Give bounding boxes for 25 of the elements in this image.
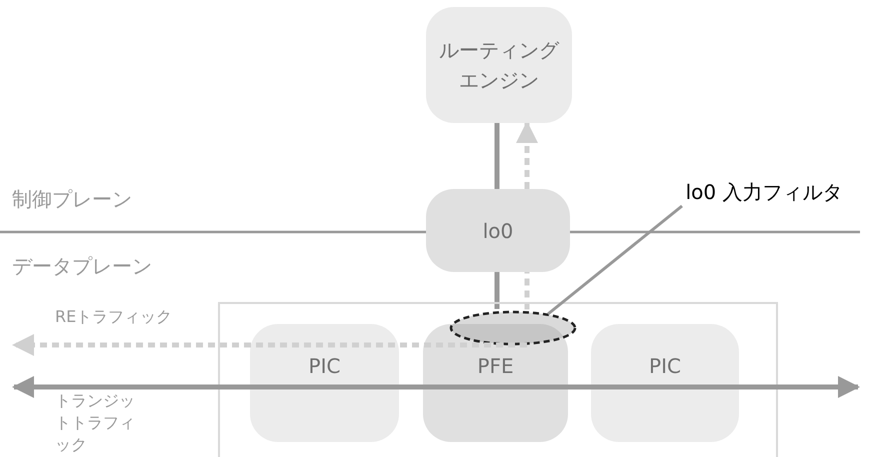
node-label: ルーティングエンジン bbox=[438, 37, 560, 94]
pic-box bbox=[591, 324, 739, 442]
node-label: PFE bbox=[477, 354, 514, 378]
pfe-box bbox=[423, 324, 568, 442]
router-frame bbox=[218, 302, 778, 457]
connector-line bbox=[494, 123, 500, 189]
connector-line bbox=[494, 272, 500, 309]
interface-box bbox=[426, 189, 570, 272]
edge-label: REトラフィック bbox=[55, 306, 174, 328]
pic-box bbox=[250, 324, 399, 442]
node-label: lo0 bbox=[482, 218, 514, 244]
callout-text: lo0 入力フィルタ bbox=[686, 179, 842, 206]
arrow bbox=[12, 334, 527, 356]
edge-label: トランジットトラフィック bbox=[55, 390, 136, 456]
leader-line bbox=[547, 204, 683, 316]
dotted-line bbox=[524, 272, 530, 310]
node-label: PIC bbox=[649, 354, 681, 378]
arrow bbox=[12, 376, 494, 398]
arrow bbox=[494, 376, 860, 398]
plane-label: 制御プレーン bbox=[12, 186, 132, 213]
node-label: PIC bbox=[308, 354, 340, 378]
arrow bbox=[516, 121, 538, 189]
plane-label: データプレーン bbox=[12, 253, 152, 280]
filter-ellipse bbox=[449, 310, 577, 346]
engine-box bbox=[426, 7, 572, 123]
